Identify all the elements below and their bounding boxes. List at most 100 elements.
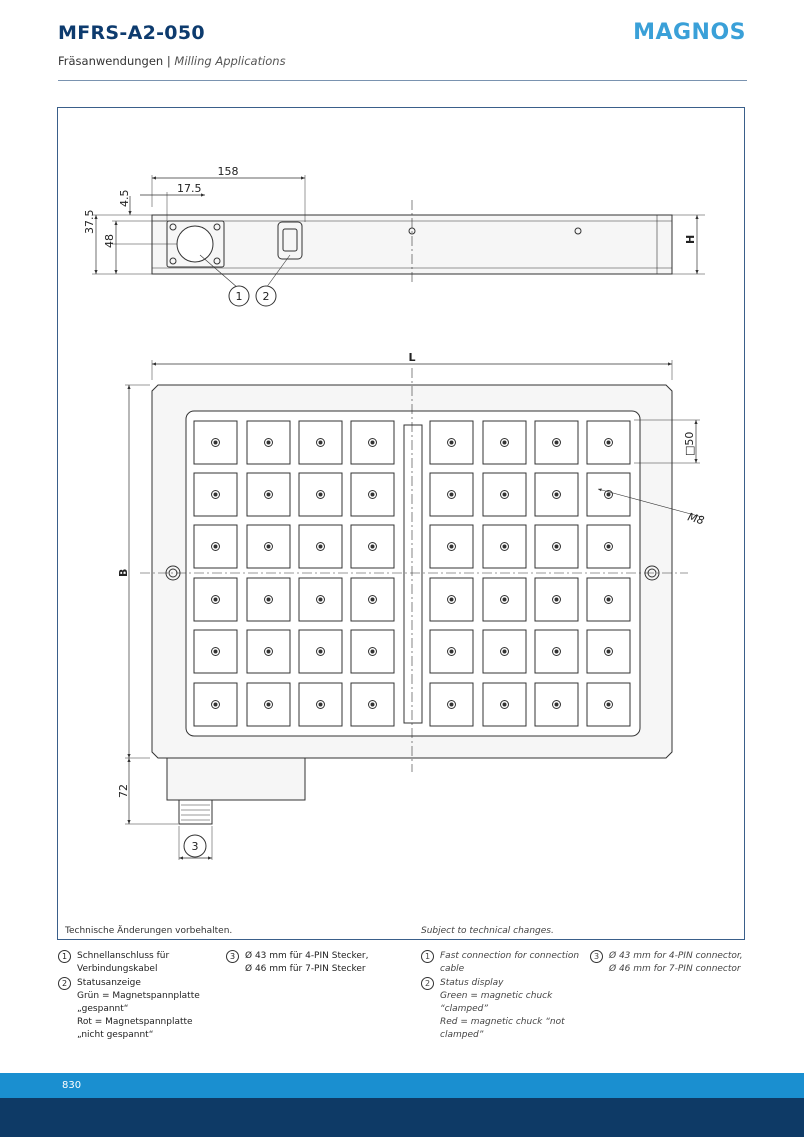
m8-thread-core [370,544,375,549]
subtitle-de: Fräsanwendungen [58,54,164,68]
legend-item: 3 Ø 43 mm for 4-PIN connector, Ø 46 mm f… [590,950,760,976]
m8-thread-core [266,492,271,497]
m8-thread-core [213,702,218,707]
connector-socket [176,225,214,263]
m8-thread-core [606,649,611,654]
status-display [277,221,303,260]
legend-item: 1 Schnellanschluss für Verbindungskabel [58,950,218,976]
legend-item: 3 Ø 43 mm für 4-PIN Stecker, Ø 46 mm für… [226,950,406,976]
m8-thread-core [449,597,454,602]
m8-thread-core [606,702,611,707]
mounting-hole-right [644,565,660,581]
m8-thread-core [370,597,375,602]
m8-thread-core [606,440,611,445]
dim-L: L [408,351,415,364]
header-divider [58,80,747,81]
pole-square [193,472,238,517]
legend-number: 1 [421,950,434,963]
m8-thread-core [502,649,507,654]
legend-number: 2 [421,977,434,990]
m8-thread-core [266,440,271,445]
dim-48: 48 [103,234,116,248]
center-slot [403,424,423,724]
pole-square [246,682,291,727]
m8-thread-core [502,544,507,549]
m8-thread-core [554,702,559,707]
legend-number: 2 [58,977,71,990]
m8-thread-core [318,597,323,602]
m8-thread-core [554,597,559,602]
connector-screw [213,257,221,265]
connector-screw [169,223,177,231]
connector-screw [213,223,221,231]
page-header: MFRS-A2-050 Fräsanwendungen | Milling Ap… [0,0,804,82]
side-view [92,175,705,289]
svg-text:3: 3 [192,840,199,853]
m8-thread-core [449,492,454,497]
magnos-logo: MAGNOS [633,20,746,45]
svg-text:1: 1 [236,290,243,303]
callout-1 [228,285,250,307]
footer-band [0,1098,804,1137]
m8-thread-core [554,544,559,549]
mounting-hole-left [165,565,181,581]
m8-thread-core [213,649,218,654]
m8-thread-core [266,649,271,654]
m8-thread-core [370,440,375,445]
callout-3 [183,834,207,858]
page-number: 830 [62,1080,82,1091]
m8-thread-core [554,440,559,445]
m8-thread-core [449,702,454,707]
m8-thread-core [554,492,559,497]
legend-number: 1 [58,950,71,963]
connector-screw [169,257,177,265]
m8-thread-core [370,702,375,707]
callouts-top: 1 2 [228,285,277,307]
m8-thread-core [606,492,611,497]
m8-thread-core [502,440,507,445]
m8-thread-core [370,492,375,497]
legend-number: 3 [226,950,239,963]
legend-en-col2: 3 Ø 43 mm for 4-PIN connector, Ø 46 mm f… [590,950,760,977]
m8-thread-core [318,702,323,707]
legend-item: 2 Status display Green = magnetic chuck … [421,977,586,1042]
side-view-labels: 158 17.5 4.5 37.5 48 H [83,165,697,248]
m8-thread-core [449,544,454,549]
m8-thread-core [370,649,375,654]
page-subtitle: Fräsanwendungen | Milling Applications [58,54,286,68]
pole-square [482,682,527,727]
m8-thread-core [606,544,611,549]
dim-37-5: 37.5 [83,210,96,235]
technical-note-de: Technische Änderungen vorbehalten. [65,926,233,936]
m8-thread-core [449,649,454,654]
legend-item: 1 Fast connection for connection cable [421,950,586,976]
dim-B: B [117,569,130,577]
connector-housing [166,757,306,801]
m8-thread-core [318,492,323,497]
legend-de-col2: 3 Ø 43 mm für 4-PIN Stecker, Ø 46 mm für… [226,950,406,977]
connector-plug [178,799,213,825]
dim-158: 158 [218,165,239,178]
m8-thread-core [318,544,323,549]
m8-thread-core [213,440,218,445]
technical-note-en: Subject to technical changes. [421,926,554,936]
m8-thread-core [266,544,271,549]
m8-thread-core [213,597,218,602]
legend-number: 3 [590,950,603,963]
m8-thread-core [502,702,507,707]
m8-thread-core [213,492,218,497]
m8-thread-core [318,440,323,445]
svg-text:2: 2 [263,290,270,303]
m8-thread-core [554,649,559,654]
pole-square [534,420,579,465]
m8-thread-core [502,492,507,497]
page-title: MFRS-A2-050 [58,22,205,44]
legend-de-col1: 1 Schnellanschluss für Verbindungskabel … [58,950,218,1043]
m8-thread-core [318,649,323,654]
callout-2 [255,285,277,307]
dim-72: 72 [117,784,130,798]
m8-thread-core [213,544,218,549]
dim-4-5: 4.5 [118,190,131,208]
dim-M8: M8 [686,510,705,527]
